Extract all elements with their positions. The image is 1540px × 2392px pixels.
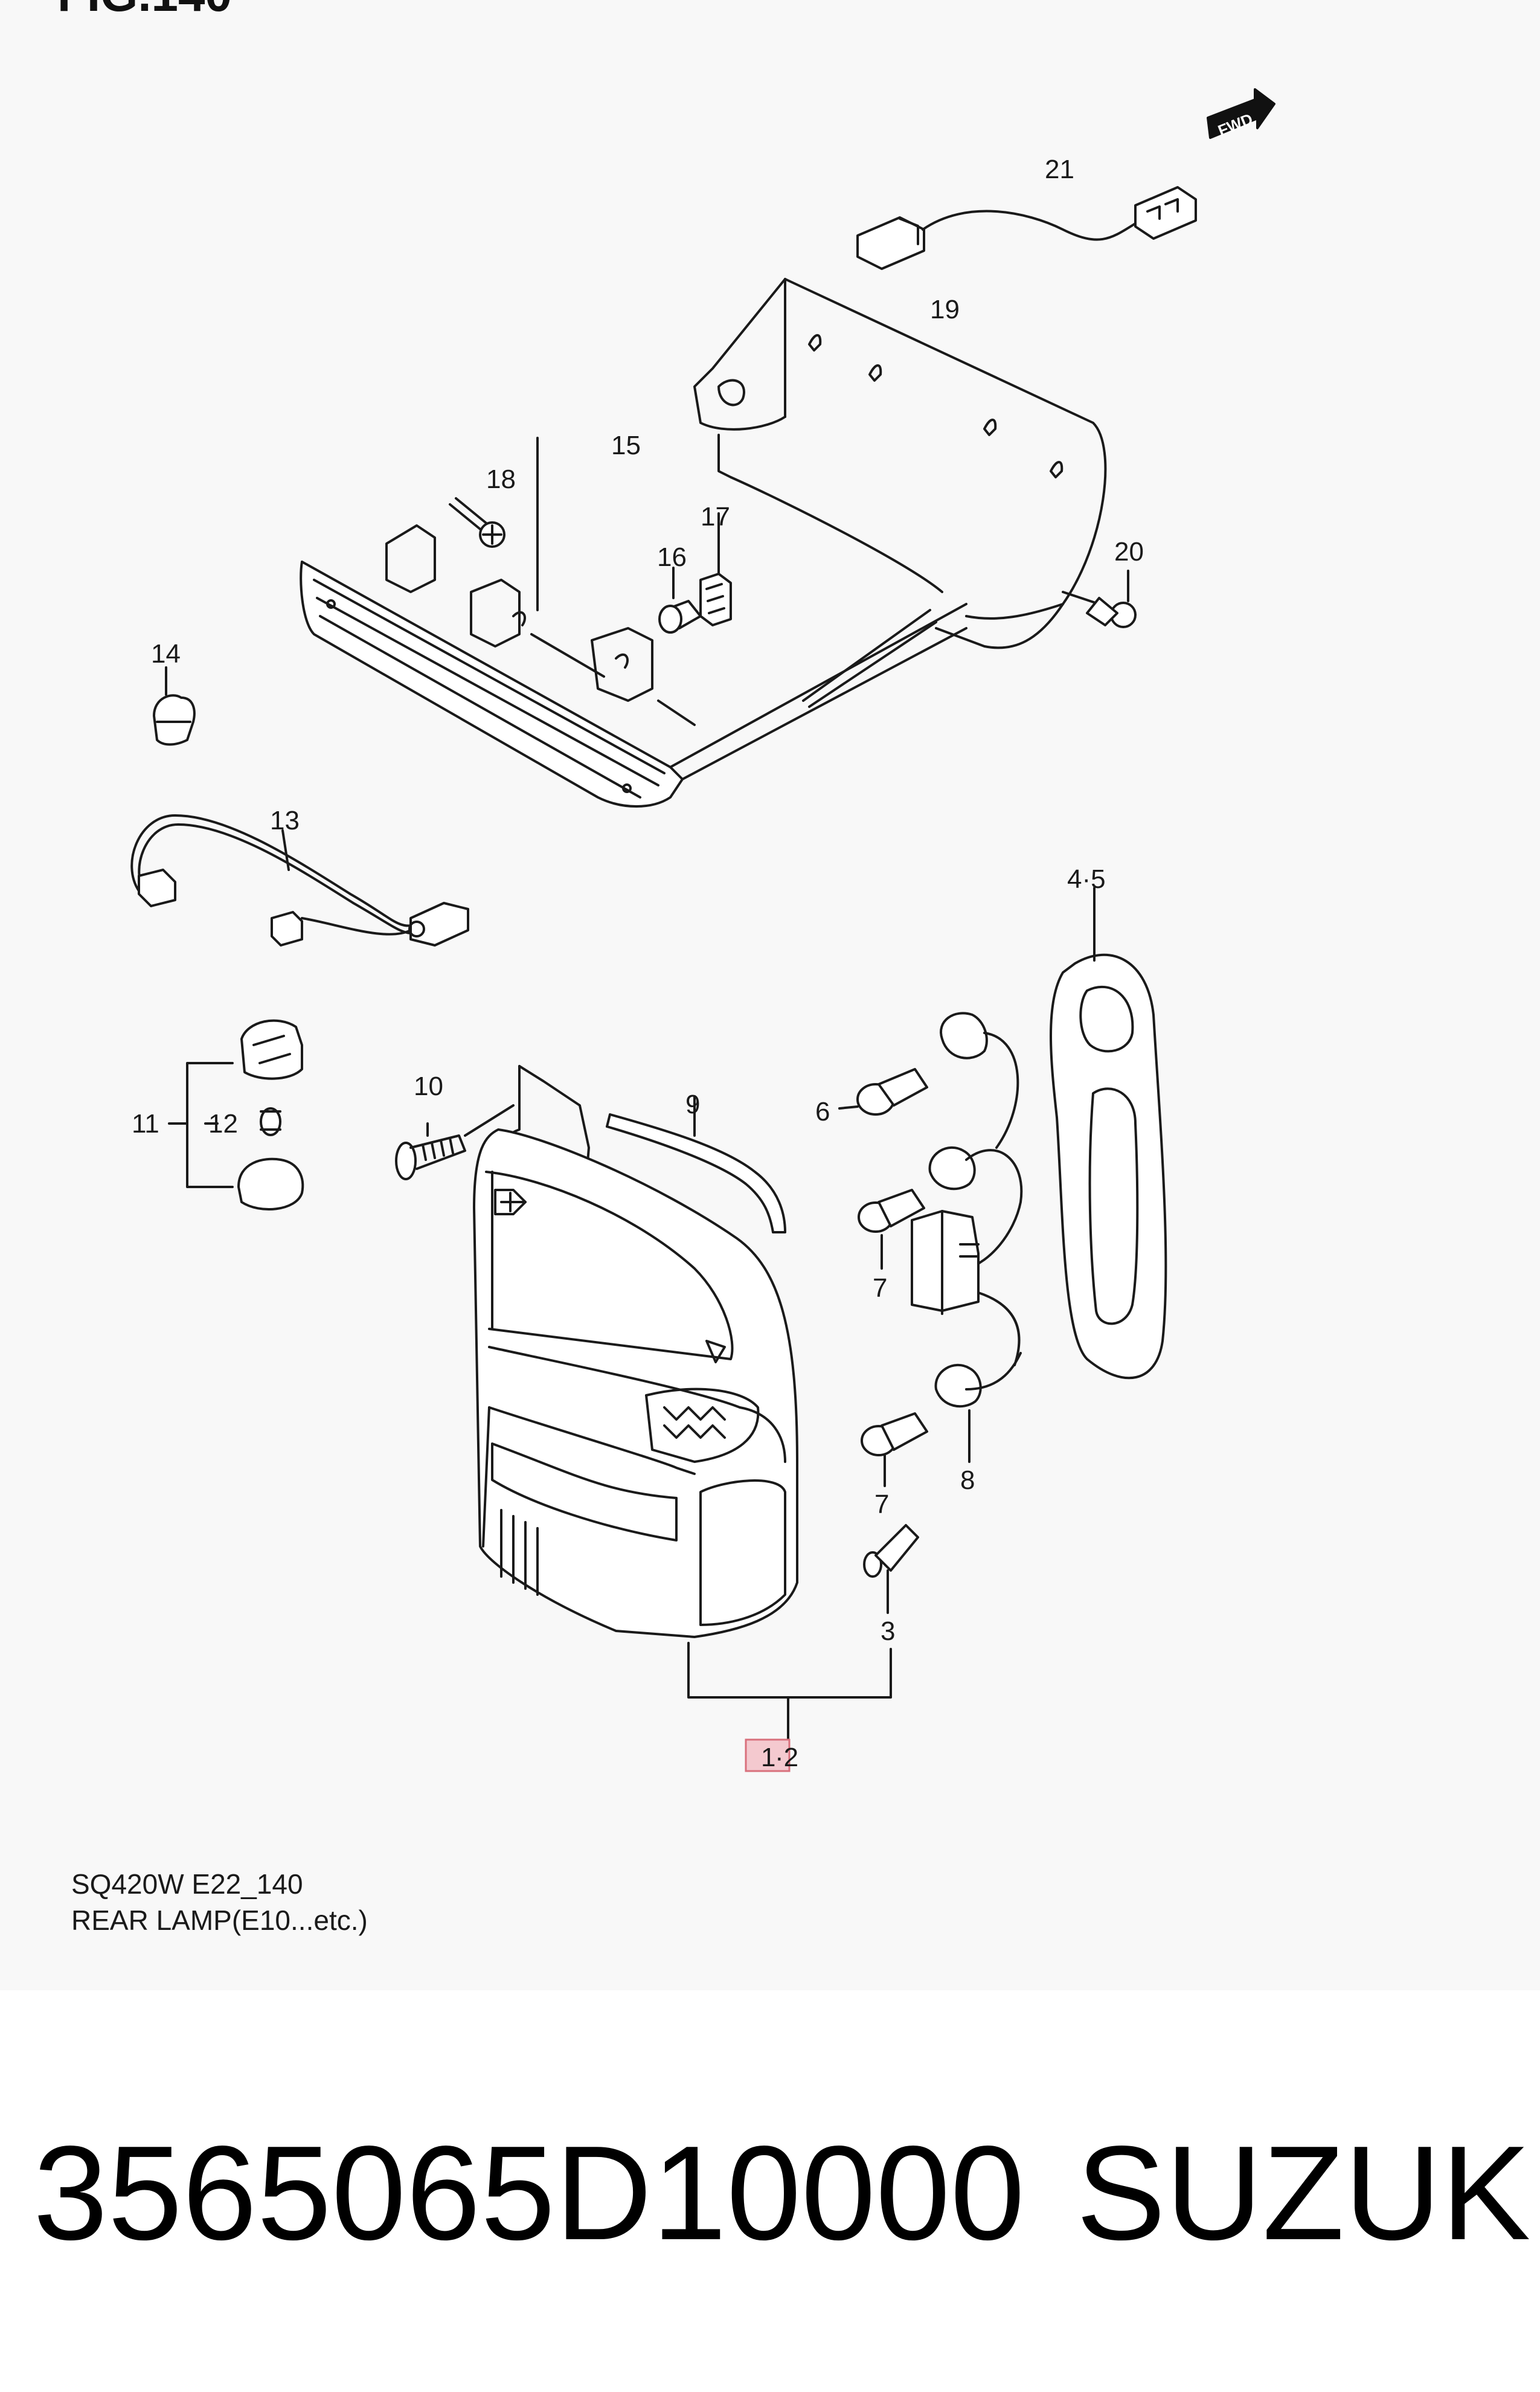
diagram-caption: REAR LAMP(E10...etc.)	[71, 1905, 368, 1936]
callout-12: 12	[208, 1109, 238, 1139]
callout-6: 6	[815, 1097, 830, 1127]
part-7-bulbs	[858, 1189, 928, 1487]
callout-4-5: 4·5	[1067, 864, 1106, 894]
callout-16: 16	[657, 542, 687, 572]
part-17-bulb-socket	[699, 512, 732, 626]
callout-7-upper: 7	[873, 1273, 887, 1303]
part-4-5-gasket	[1050, 887, 1167, 1380]
callout-1[interactable]: 1	[761, 1743, 775, 1772]
part-15-high-mount-lamp	[300, 434, 967, 808]
callout-3: 3	[881, 1616, 895, 1646]
callout-15: 15	[611, 431, 641, 460]
part-18-bolt	[449, 497, 505, 548]
callout-20: 20	[1114, 537, 1144, 567]
callout-9: 9	[685, 1090, 700, 1119]
callout-18: 18	[486, 465, 516, 494]
part-1-2-rear-lamp	[473, 1065, 798, 1638]
part-14-grommet	[153, 666, 196, 746]
part-19-housing-cover	[693, 278, 1107, 649]
part-number: 3565065D10000	[33, 2118, 1025, 2268]
callout-13: 13	[270, 806, 300, 835]
part-9-weatherstrip	[606, 1095, 786, 1233]
callout-14: 14	[151, 639, 181, 669]
part-16-wedge-bulb	[658, 567, 702, 634]
callout-7-lower: 7	[874, 1490, 889, 1519]
part-20-screw	[1062, 570, 1137, 628]
part-21-wire-harness	[856, 186, 1197, 270]
exploded-parts-diagram: FIG.140 FWD 21 19 18 15 17 16 20 14 13 4…	[57, 0, 1275, 1772]
part-6-bulb	[838, 1068, 928, 1116]
diagram-panel: FIG.140 FWD 21 19 18 15 17 16 20 14 13 4…	[57, 0, 1275, 1936]
part-11-12-socket-group	[168, 1019, 304, 1210]
highlighted-part-1-box[interactable]	[745, 1738, 791, 1772]
figure-title: FIG.140	[57, 0, 232, 21]
fwd-arrow-icon	[1207, 88, 1275, 139]
part-3-clip	[863, 1524, 919, 1614]
part-8-socket-harness	[911, 1012, 1023, 1463]
callout-19: 19	[930, 295, 960, 324]
diagram-code: SQ420W E22_140	[71, 1868, 303, 1900]
part-13-wire-harness	[130, 814, 469, 947]
leader-1-2	[687, 1642, 892, 1741]
callout-11: 11	[132, 1109, 159, 1139]
brand-name: SUZUKI	[1076, 2118, 1540, 2268]
callout-17: 17	[701, 502, 730, 532]
part-10-screw	[395, 1104, 515, 1180]
callout-10: 10	[414, 1072, 443, 1101]
callout-21: 21	[1045, 155, 1074, 184]
callout-8: 8	[960, 1465, 975, 1495]
callout-1-2-suffix: ·2	[775, 1743, 798, 1772]
